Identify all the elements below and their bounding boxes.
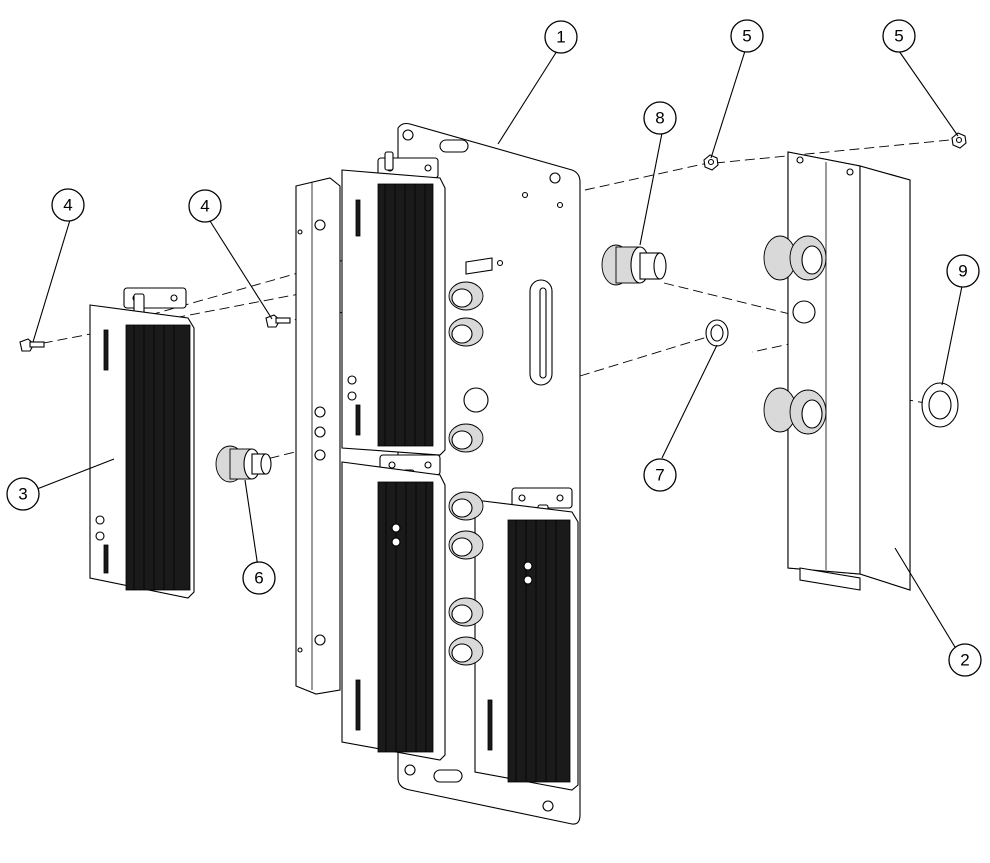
leader-lines xyxy=(32,50,963,653)
callout-5-right: 5 xyxy=(882,19,916,53)
callout-1: 1 xyxy=(544,20,578,54)
callout-2: 2 xyxy=(948,643,982,677)
screw-left xyxy=(19,338,45,352)
mounting-rail xyxy=(295,177,341,695)
callout-3: 3 xyxy=(6,477,40,511)
callout-label: 5 xyxy=(742,27,751,46)
screw-center xyxy=(265,314,291,328)
callout-4-left: 4 xyxy=(51,188,85,222)
callout-label: 4 xyxy=(200,197,209,216)
callout-9: 9 xyxy=(946,254,980,288)
power-supply-loose xyxy=(89,287,195,599)
callout-label: 4 xyxy=(63,196,72,215)
callout-4-center: 4 xyxy=(188,189,222,223)
callout-5-center: 5 xyxy=(730,19,764,53)
cable-gland-large xyxy=(601,244,667,286)
mounted-cable-glands xyxy=(448,281,484,666)
power-supply-lower-left xyxy=(341,454,446,761)
lock-nut-small xyxy=(705,319,729,347)
cable-gland-loose xyxy=(215,445,272,483)
callout-6: 6 xyxy=(242,561,276,595)
nut-center xyxy=(703,154,719,171)
lock-nut-large xyxy=(921,382,959,428)
wiring-cover xyxy=(763,151,911,591)
callout-label: 9 xyxy=(958,262,967,281)
callout-7: 7 xyxy=(643,458,677,492)
callout-label: 8 xyxy=(655,109,664,128)
callout-label: 1 xyxy=(556,28,565,47)
power-supply-lower-right xyxy=(474,487,579,791)
nut-right xyxy=(951,132,967,149)
callout-8: 8 xyxy=(643,101,677,135)
callout-label: 5 xyxy=(894,27,903,46)
callout-label: 2 xyxy=(960,651,969,670)
power-supply-upper-left xyxy=(341,151,446,456)
callout-label: 6 xyxy=(254,569,263,588)
callout-label: 3 xyxy=(18,485,27,504)
callout-label: 7 xyxy=(655,466,664,485)
